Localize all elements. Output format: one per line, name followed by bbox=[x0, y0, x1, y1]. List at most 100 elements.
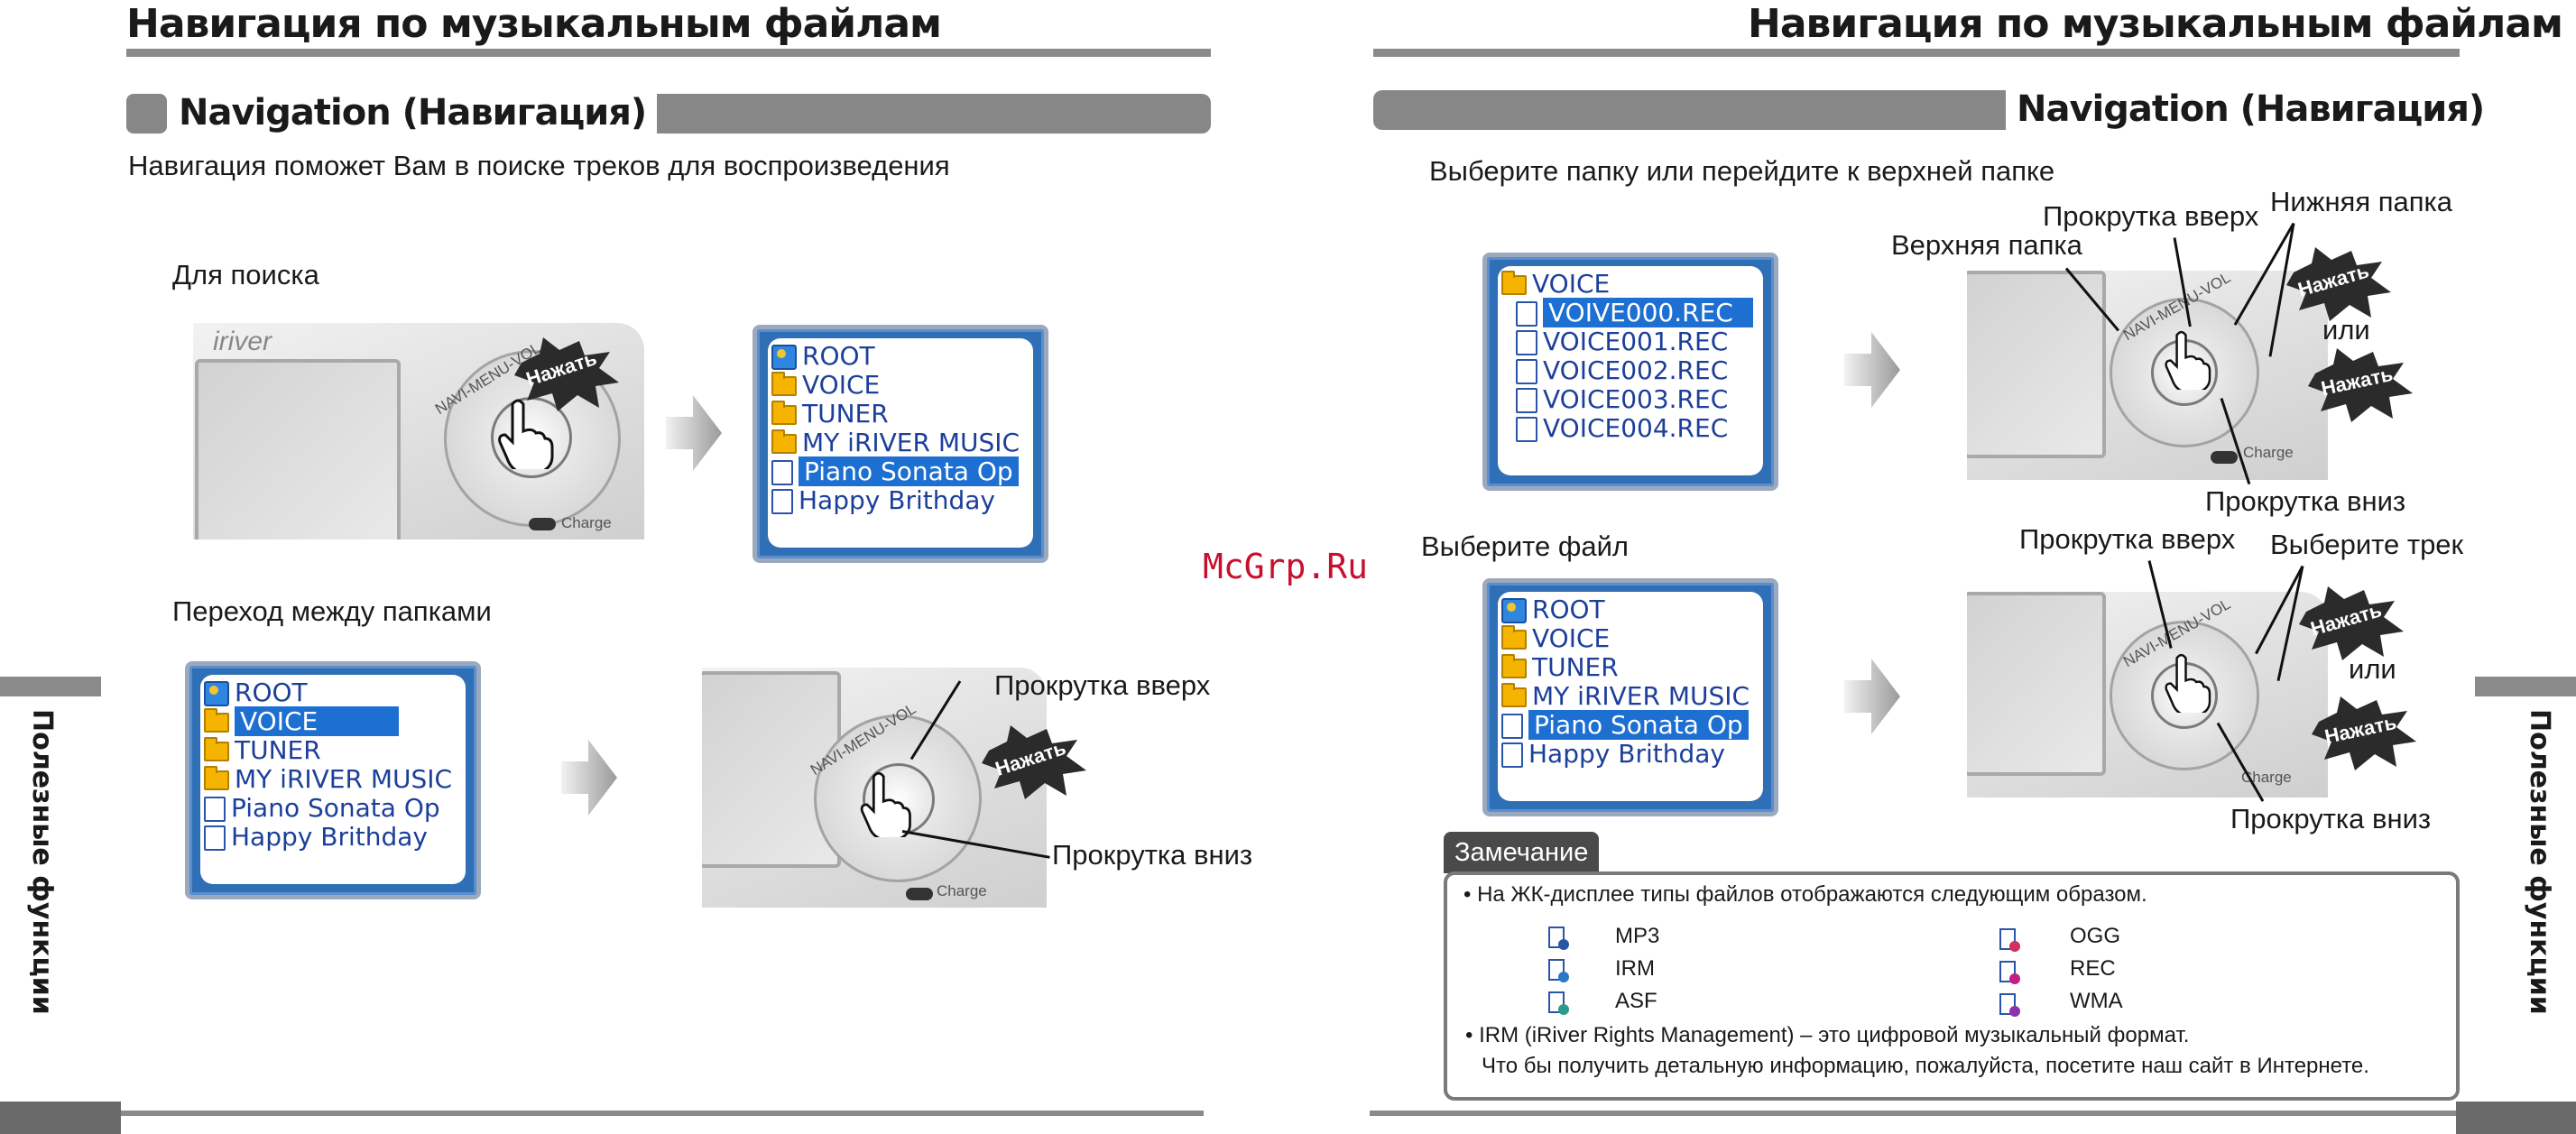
scroll-up-label: Прокрутка вверх bbox=[2019, 523, 2236, 555]
file-type-label: ASF bbox=[1615, 989, 1657, 1013]
scroll-down-label: Прокрутка вниз bbox=[2205, 485, 2406, 517]
lcd-screen-search: ROOT VOICE TUNER MY iRIVER MUSIC Piano S… bbox=[752, 325, 1048, 563]
device-charge-label: Charge bbox=[2243, 444, 2294, 461]
right-footer-rule bbox=[1370, 1111, 2456, 1116]
lcd-row: Happy Brithday bbox=[204, 823, 428, 851]
press-burst-icon bbox=[514, 337, 619, 411]
lcd-row: ROOT bbox=[771, 342, 875, 370]
note-line-2: • IRM (iRiver Rights Management) – это ц… bbox=[1465, 1023, 2190, 1047]
lcd-row: VOICE003.REC bbox=[1516, 385, 1728, 413]
rec-file-icon bbox=[1516, 301, 1537, 327]
device-charge-label: Charge bbox=[937, 882, 987, 899]
charge-led-icon bbox=[529, 518, 556, 530]
scroll-up-label: Прокрутка вверх bbox=[2043, 200, 2259, 232]
watermark: McGrp.Ru bbox=[1203, 547, 1369, 586]
lcd-row: MY iRIVER MUSIC bbox=[1501, 682, 1750, 710]
right-intro-text: Выберите папку или перейдите к верхней п… bbox=[1429, 155, 2055, 187]
charge-led-icon bbox=[906, 888, 933, 900]
lcd-row: TUNER bbox=[771, 400, 889, 428]
device-screen bbox=[195, 359, 401, 539]
mp3-file-icon bbox=[1501, 714, 1523, 739]
mp3-file-icon bbox=[771, 460, 793, 485]
left-footer-block bbox=[0, 1102, 121, 1134]
select-track-label: Выберите трек bbox=[2270, 529, 2464, 560]
lcd-row: MY iRIVER MUSIC bbox=[204, 765, 452, 793]
ogg-file-icon bbox=[1999, 928, 2020, 952]
upper-folder-label: Верхняя папка bbox=[1891, 229, 2082, 261]
lcd-row: VOICE004.REC bbox=[1516, 414, 1728, 442]
device-charge-label: Charge bbox=[561, 514, 612, 531]
folder-icon bbox=[771, 372, 797, 396]
lcd-row-selected: Piano Sonata Op bbox=[771, 456, 1019, 486]
asf-file-icon bbox=[1548, 991, 1569, 1015]
file-type-label: REC bbox=[2070, 956, 2116, 981]
or-label: или bbox=[2349, 653, 2396, 685]
pointing-hand-icon bbox=[2165, 330, 2211, 390]
irm-file-icon bbox=[1548, 959, 1569, 982]
press-burst-icon bbox=[2299, 586, 2404, 660]
root-icon bbox=[771, 345, 797, 370]
lcd-row: ROOT bbox=[204, 678, 308, 706]
device-screen bbox=[1967, 592, 2106, 776]
or-label: или bbox=[2322, 314, 2370, 346]
scroll-down-label: Прокрутка вниз bbox=[1052, 839, 1253, 871]
lcd-row-selected: Piano Sonata Op bbox=[1501, 710, 1749, 740]
folder-open-icon bbox=[1501, 271, 1527, 295]
note-line-1: • На ЖК-дисплее типы файлов отображаются… bbox=[1463, 882, 2147, 907]
lcd-screen-inner bbox=[768, 338, 1033, 548]
rec-file-icon bbox=[1999, 961, 2020, 984]
scroll-up-label: Прокрутка вверх bbox=[994, 669, 1211, 701]
rec-file-icon bbox=[1516, 388, 1537, 413]
wma-file-icon bbox=[1999, 993, 2020, 1017]
left-section-cap bbox=[126, 94, 167, 134]
lcd-row: ROOT bbox=[1501, 595, 1605, 623]
lcd-row: TUNER bbox=[1501, 653, 1619, 681]
arrow-right-icon bbox=[1844, 332, 1900, 408]
lcd-row: VOICE bbox=[771, 371, 880, 399]
lcd-row-selected: VOICE bbox=[204, 706, 400, 736]
folder-icon bbox=[771, 429, 797, 454]
file-type-label: MP3 bbox=[1615, 924, 1660, 948]
folder-icon bbox=[1501, 625, 1527, 650]
device-screen bbox=[1967, 271, 2106, 458]
left-section-bar bbox=[577, 94, 1211, 134]
rec-file-icon bbox=[1516, 417, 1537, 442]
folder-icon bbox=[204, 766, 229, 790]
note-line-3: Что бы получить детальную информацию, по… bbox=[1482, 1054, 2369, 1078]
note-tag: Замечание bbox=[1444, 832, 1600, 873]
left-footer-rule bbox=[121, 1111, 1204, 1116]
wma-file-icon bbox=[1501, 742, 1523, 768]
wma-file-icon bbox=[204, 825, 226, 851]
wma-file-icon bbox=[771, 489, 793, 514]
mp3-file-icon bbox=[204, 797, 226, 822]
folders-heading: Переход между папками bbox=[172, 595, 492, 627]
left-intro-text: Навигация поможет Вам в поиске треков дл… bbox=[128, 150, 950, 181]
right-title-rule bbox=[1373, 49, 2460, 57]
right-side-label: Полезные функции bbox=[2524, 709, 2555, 1015]
left-side-label: Полезные функции bbox=[26, 709, 58, 1015]
root-icon bbox=[1501, 598, 1527, 623]
lcd-row: MY iRIVER MUSIC bbox=[771, 429, 1020, 456]
mp3-file-icon bbox=[1548, 927, 1569, 950]
right-section-title: Navigation (Навигация) bbox=[2006, 87, 2496, 132]
arrow-right-icon bbox=[561, 740, 617, 816]
press-burst-icon bbox=[2308, 348, 2413, 422]
file-type-label: OGG bbox=[2070, 924, 2121, 948]
left-page-title: Навигация по музыкальным файлам bbox=[126, 1, 942, 47]
root-icon bbox=[204, 681, 229, 706]
lcd-screen-select-file: ROOT VOICE TUNER MY iRIVER MUSIC Piano S… bbox=[1482, 578, 1778, 816]
player-device: NAVI-MENU-VOL Charge bbox=[1967, 592, 2328, 797]
note-box bbox=[1444, 871, 2460, 1101]
pointing-hand-icon bbox=[498, 399, 554, 469]
folder-icon bbox=[204, 708, 229, 733]
left-section-title: Navigation (Навигация) bbox=[168, 90, 658, 135]
lcd-row: VOICE bbox=[1501, 270, 1610, 298]
right-section-bar bbox=[1373, 90, 2023, 130]
folder-icon bbox=[204, 737, 229, 761]
arrow-right-icon bbox=[1844, 659, 1900, 734]
search-heading: Для поиска bbox=[172, 259, 319, 290]
lcd-row: VOICE001.REC bbox=[1516, 327, 1728, 355]
lcd-screen-folders: ROOT VOICE TUNER MY iRIVER MUSIC Piano S… bbox=[185, 661, 481, 899]
lower-folder-label: Нижняя папка bbox=[2270, 186, 2453, 217]
file-type-label: IRM bbox=[1615, 956, 1655, 981]
